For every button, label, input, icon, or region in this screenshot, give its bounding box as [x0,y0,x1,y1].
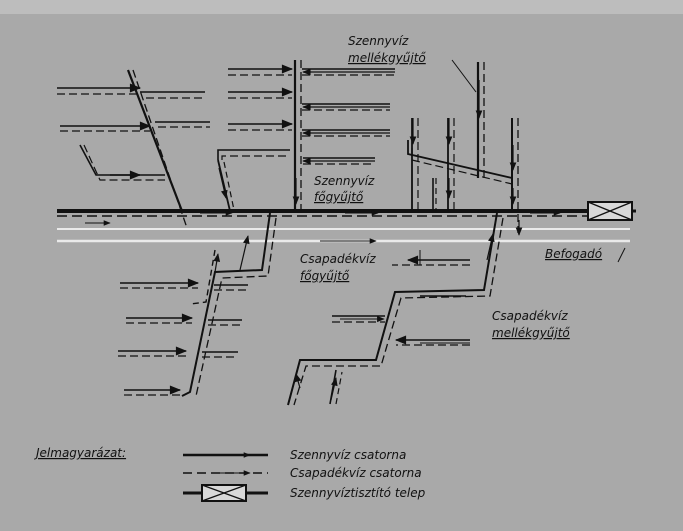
label-storm-main-line1: Csapadékvíz [300,252,376,266]
legend-label-wastewater: Szennyvíz csatorna [290,448,406,462]
paper-edge-top [0,0,683,14]
label-wastewater-main-collector: Szennyvíz főgyűjtő [314,174,375,204]
label-storm-branch-line1: Csapadékvíz [492,309,568,323]
legend-item-wastewater: Szennyvíz csatorna [183,448,406,462]
label-storm-main-line2: főgyűjtő [300,269,350,283]
label-storm-main-collector: Csapadékvíz főgyűjtő [300,252,376,283]
storm-left-branches [118,212,277,397]
label-ww-branch-line1: Szennyvíz [348,34,409,48]
legend-item-plant: Szennyvíztisztító telep [183,484,426,502]
label-receiver-text: Befogadó [545,247,602,261]
legend-label-storm: Csapadékvíz csatorna [290,466,422,480]
upper-middle-branches [217,60,395,212]
legend-plant-icon [201,484,247,502]
label-storm-branch-line2: mellékgyűjtő [492,326,570,340]
legend: Jelmagyarázat: Szennyvíz csatorna Csapad… [34,446,426,502]
label-receiver: Befogadó [545,247,626,263]
legend-title: Jelmagyarázat: [34,446,126,460]
legend-item-storm: Csapadékvíz csatorna [183,466,422,480]
wastewater-branch-collector [407,59,523,236]
label-ww-main-line2: főgyűjtő [314,190,364,204]
treatment-plant-icon [587,201,633,221]
storm-right-branches [287,212,504,406]
label-wastewater-branch-collector: Szennyvíz mellékgyűjtő [348,34,426,65]
label-storm-branch-collector: Csapadékvíz mellékgyűjtő [492,309,570,340]
legend-label-plant: Szennyvíztisztító telep [290,486,426,500]
label-ww-main-line1: Szennyvíz [314,174,375,188]
wastewater-main-collector [57,209,636,217]
upper-left-branches [57,69,210,229]
label-ww-branch-line2: mellékgyűjtő [348,51,426,65]
receiver-river [57,220,630,244]
